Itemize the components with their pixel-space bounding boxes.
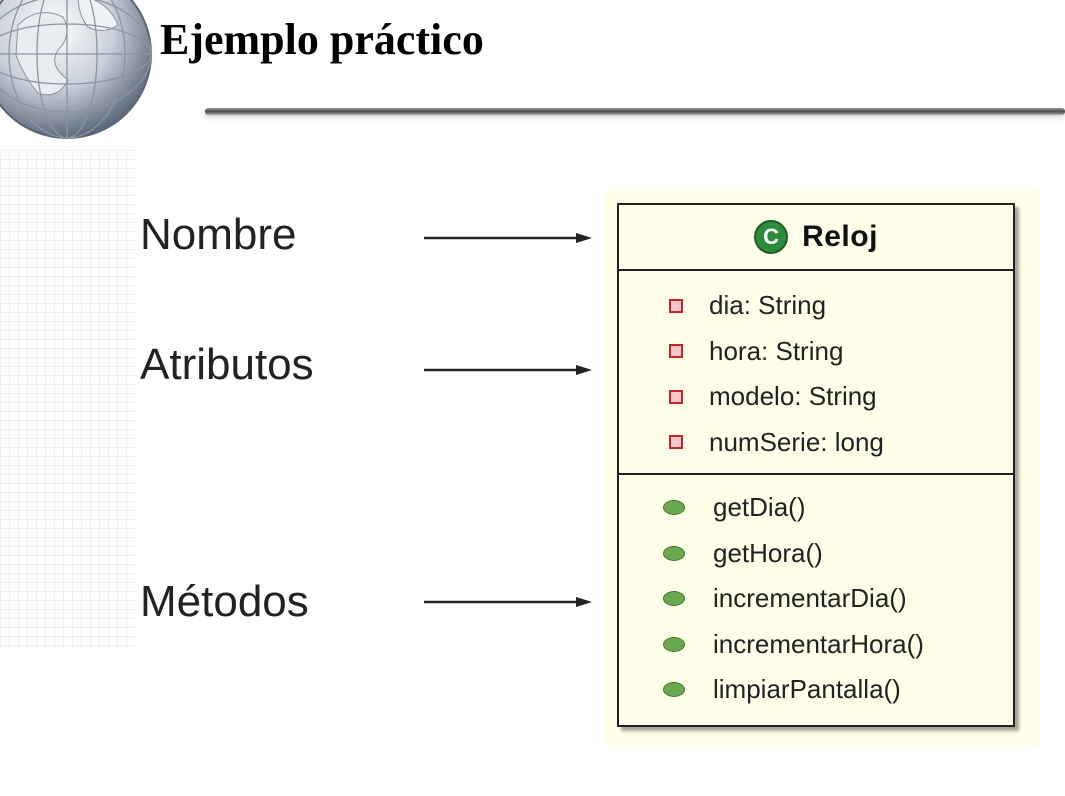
arrow-metodos [424,597,592,607]
method-row: limpiarPantalla() [619,667,1013,713]
globe-icon [0,0,152,139]
private-field-icon [669,344,683,359]
method-label: getHora() [713,537,823,568]
private-field-icon [669,389,683,404]
background-grid-texture [0,150,135,650]
method-row: getDia() [619,485,1013,531]
private-field-icon [669,298,683,313]
page-title: Ejemplo práctico [160,15,484,64]
arrow-nombre [424,233,592,243]
attribute-row: hora: String [619,329,1013,375]
uml-methods-section: getDia() getHora() incrementarDia() incr… [619,475,1013,713]
attribute-label: modelo: String [709,381,877,412]
title-divider [205,108,1065,115]
attribute-label: numSerie: long [709,426,884,457]
public-method-icon [663,500,685,516]
class-name: Reloj [802,220,878,253]
method-label: getDia() [713,492,806,523]
method-row: getHora() [619,531,1013,577]
attribute-label: dia: String [709,290,827,321]
method-label: incrementarHora() [713,628,924,659]
attribute-label: hora: String [709,335,844,366]
class-icon: C [754,220,789,254]
attribute-row: dia: String [619,283,1013,329]
attribute-row: modelo: String [619,374,1013,420]
label-atributos: Atributos [140,340,314,389]
label-nombre: Nombre [140,210,297,259]
method-label: incrementarDia() [713,583,907,614]
method-row: incrementarHora() [619,622,1013,668]
public-method-icon [663,545,685,561]
uml-class-name-section: C Reloj [619,205,1013,271]
uml-class-box: C Reloj dia: String hora: String modelo:… [617,203,1015,727]
method-row: incrementarDia() [619,576,1013,622]
private-field-icon [669,435,683,450]
arrow-atributos [424,365,592,375]
public-method-icon [663,636,685,652]
uml-attributes-section: dia: String hora: String modelo: String … [619,271,1013,475]
method-label: limpiarPantalla() [713,674,901,705]
uml-diagram-panel: C Reloj dia: String hora: String modelo:… [603,190,1039,746]
label-metodos: Métodos [140,577,309,626]
attribute-row: numSerie: long [619,420,1013,466]
public-method-icon [663,591,685,607]
public-method-icon [663,682,685,698]
